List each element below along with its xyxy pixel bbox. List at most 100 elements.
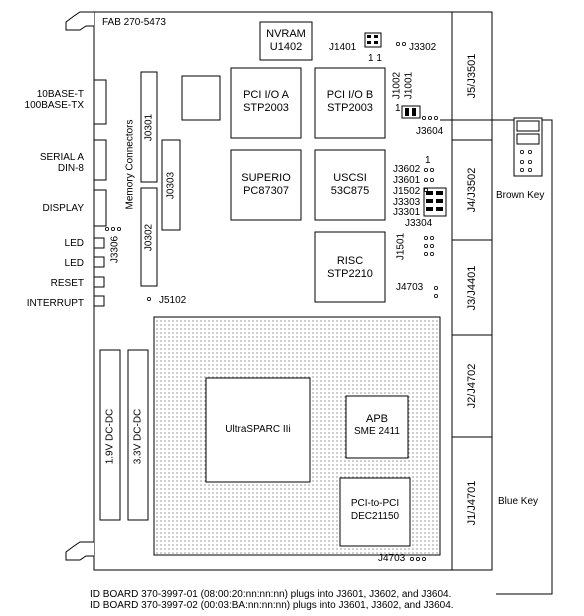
- connector-j1: J1/J4701: [466, 480, 478, 526]
- pin-1-j3602: 1: [425, 155, 431, 166]
- dc-19v: [99, 349, 121, 521]
- reset-box: [93, 276, 105, 288]
- cpu-chip: [205, 377, 311, 483]
- j0302-label: J0302: [143, 223, 155, 252]
- board-fab-label: FAB 270-5473: [102, 17, 166, 28]
- j1001-label: J1001: [403, 71, 415, 100]
- risc-part: STP2210: [327, 268, 373, 280]
- ejector-top: [65, 11, 94, 31]
- risc-label: RISC STP2210: [315, 254, 385, 284]
- dc-33v: [127, 349, 149, 521]
- uscsi-label: USCSI 53C875: [315, 171, 385, 201]
- apb-label: APB SME 2411: [346, 412, 408, 442]
- display-label: DISPLAY: [42, 203, 85, 214]
- j0303-label: J0303: [165, 171, 177, 200]
- reset-label: RESET: [50, 278, 84, 289]
- pci-io-a-name: PCI I/O A: [243, 89, 289, 101]
- j3602-label: J3602: [393, 164, 421, 175]
- j3604-label: J3604: [416, 126, 444, 137]
- pci-bridge-label: PCI-to-PCI DEC21150: [340, 497, 410, 527]
- blue-key-label: Blue Key: [498, 496, 539, 507]
- j3303-label: J3303: [393, 197, 421, 208]
- j1002-label: J1002: [391, 71, 403, 100]
- apb-part: SME 2411: [354, 426, 400, 437]
- led2-box: [93, 256, 105, 268]
- risc-name: RISC: [336, 255, 364, 267]
- serial-label-1: SERIAL A: [39, 152, 84, 163]
- j3304-label: J3304: [405, 218, 433, 229]
- ejector-bottom: [65, 541, 94, 561]
- pci-io-b-part: STP2003: [327, 102, 373, 114]
- unlabeled-chip: [181, 75, 221, 121]
- uscsi-chip: [314, 149, 386, 221]
- interrupt-box: [93, 295, 105, 307]
- j3303-block: [423, 187, 447, 217]
- pci-bridge-part: DEC21150: [350, 511, 400, 522]
- memory-connectors-label: Memory Connectors: [124, 119, 136, 210]
- pci-io-a-label: PCI I/O A STP2003: [231, 88, 301, 118]
- brown-key-label: Brown Key: [496, 190, 545, 201]
- cpu-name: UltraSPARC IIi: [225, 424, 291, 435]
- pci-bridge-chip: [339, 477, 411, 547]
- j4703-bottom-label: J4703: [378, 553, 406, 564]
- connector-j5: J5/J3501: [466, 53, 478, 99]
- note-line-1: ID BOARD 370-3997-01 (08:00:20:nn:nn:nn)…: [90, 589, 452, 600]
- ethernet-label-2: 100BASE-TX: [24, 100, 84, 111]
- j1502-label: J1502: [393, 186, 421, 197]
- j0301-label: J0301: [143, 113, 155, 142]
- led2-label: LED: [64, 258, 84, 269]
- leader-line-right: [496, 119, 553, 595]
- pin-1-mid: 1: [395, 103, 401, 114]
- j1401-label: J1401: [329, 42, 357, 53]
- j3306-label: J3306: [109, 235, 121, 264]
- j3601-label: J3601: [393, 175, 421, 186]
- pci-io-b-name: PCI I/O B: [326, 89, 374, 101]
- interrupt-label: INTERRUPT: [26, 298, 84, 309]
- pci-io-a-chip: [230, 67, 302, 139]
- j0302-slot: [140, 187, 158, 287]
- cpu-label: UltraSPARC IIi: [206, 423, 310, 437]
- pin-dots: [105, 42, 438, 562]
- pci-io-a-part: STP2003: [243, 102, 289, 114]
- nvram-part: U1402: [269, 41, 303, 53]
- j3302-label: J3302: [409, 42, 437, 53]
- led1-box: [93, 237, 105, 249]
- connector-column: [451, 11, 493, 571]
- j4703-top-label: J4703: [396, 282, 424, 293]
- j0303-slot: [161, 139, 181, 231]
- pin-1-top: 1 1: [368, 53, 382, 64]
- connector-j2: J2/J4702: [466, 363, 478, 409]
- j1002-j1001-jumper: [401, 105, 421, 119]
- j3301-label: J3301: [393, 207, 421, 218]
- uscsi-name: USCSI: [333, 172, 367, 184]
- nvram-label: NVRAM U1402: [260, 27, 312, 57]
- connector-j4: J4/J3502: [466, 167, 478, 213]
- serial-connector: [93, 139, 107, 181]
- pci-bridge-name: PCI-to-PCI: [350, 498, 400, 509]
- uscsi-part: 53C875: [330, 185, 370, 197]
- j1401-jumper: [364, 32, 382, 48]
- j0301-slot: [140, 71, 158, 183]
- risc-chip: [314, 231, 386, 303]
- pci-io-b-label: PCI I/O B STP2003: [315, 88, 385, 118]
- superio-part: PC87307: [243, 185, 289, 197]
- superio-chip: [230, 149, 302, 221]
- serial-label-2: DIN-8: [57, 163, 84, 174]
- pci-io-b-chip: [314, 67, 386, 139]
- apb-chip: [345, 395, 409, 459]
- nvram-chip: [259, 21, 313, 61]
- connector-j3: J3/J4401: [466, 265, 478, 311]
- j5102-label: J5102: [159, 295, 187, 306]
- ethernet-connector: [93, 79, 107, 125]
- superio-label: SUPERIO PC87307: [231, 171, 301, 201]
- ethernet-label-1: 10BASE-T: [36, 89, 84, 100]
- dc-19v-label: 1.9V DC-DC: [104, 408, 116, 465]
- note-line-2: ID BOARD 370-3997-02 (00:03:BA:nn:nn:nn)…: [90, 600, 454, 611]
- display-connector: [93, 189, 107, 227]
- j1501-label: J1501: [395, 232, 407, 261]
- apb-name: APB: [365, 413, 388, 425]
- superio-name: SUPERIO: [241, 172, 291, 184]
- led1-label: LED: [64, 238, 84, 249]
- nvram-name: NVRAM: [266, 28, 306, 40]
